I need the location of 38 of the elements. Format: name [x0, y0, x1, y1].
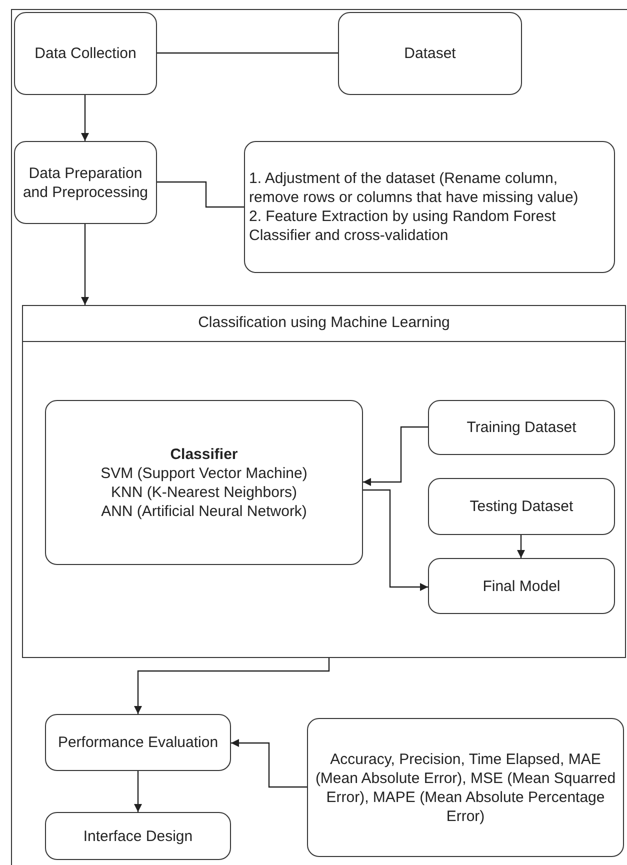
process-box [428, 478, 615, 535]
process-box [338, 12, 522, 95]
process-box [244, 141, 615, 273]
box-text: Accuracy, Precision, Time Elapsed, MAE (Mean Absolute Error), MSE (Mean Squarred Error), MAPE (Mean Absolute Percentage Error) [314, 750, 617, 826]
arrow [134, 658, 330, 714]
arrow [517, 535, 525, 558]
box-text: KNN (K-Nearest Neighbors) [111, 482, 297, 502]
process-box [307, 718, 624, 857]
arrow [363, 426, 428, 486]
box-text: ANN (Artificial Neural Network) [101, 502, 307, 520]
box-text: 2. Feature Extraction by using Random Forest Classifier and cross-validation [249, 207, 557, 245]
group-container [22, 305, 626, 658]
arrow [231, 739, 307, 788]
arrow [81, 95, 89, 141]
box-text: SVM (Support Vector Machine) [100, 464, 308, 482]
process-box [428, 558, 615, 614]
connector-line [157, 52, 338, 54]
process-box [14, 141, 157, 224]
box-heading: Classifier [170, 444, 238, 464]
process-box [14, 12, 157, 95]
process-box [45, 812, 231, 860]
box-text: Testing Dataset [470, 497, 574, 516]
box-text: Data Preparation and Preprocessing [22, 164, 150, 202]
arrow [134, 771, 142, 812]
container-title: Classification using Machine Learning [23, 306, 625, 342]
box-text: Data Collection [34, 44, 136, 63]
connector-line [157, 181, 244, 208]
box-text: Final Model [482, 576, 560, 596]
box-text: Dataset [404, 44, 456, 63]
process-box [45, 400, 363, 565]
box-text: Performance Evaluation [58, 733, 218, 752]
box-text: 1. Adjustment of the dataset (Rename column, remove rows or columns that have missing value) [249, 169, 580, 207]
arrow [363, 489, 428, 591]
box-text: Training Dataset [466, 418, 576, 437]
process-box [428, 400, 615, 455]
arrow [81, 224, 89, 305]
process-box [45, 714, 231, 771]
box-text: Interface Design [83, 826, 193, 846]
